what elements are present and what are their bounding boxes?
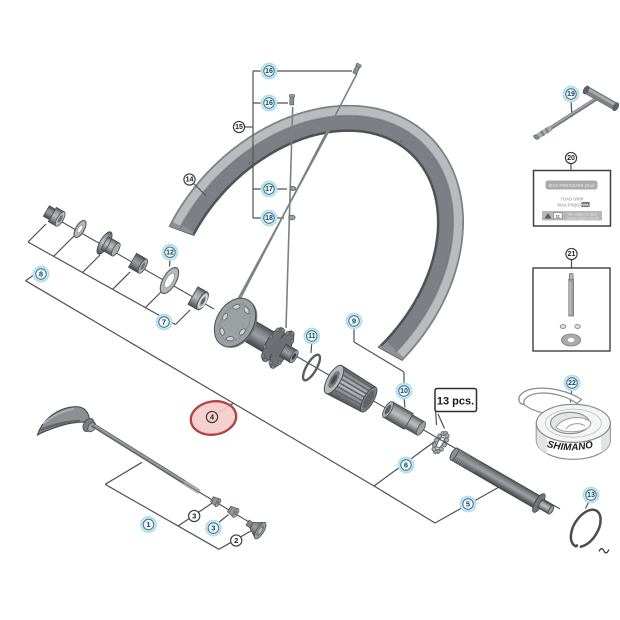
svg-text:20: 20 [567, 155, 575, 162]
svg-text:13: 13 [587, 492, 595, 499]
svg-text:16: 16 [265, 68, 273, 75]
svg-text:13 pcs.: 13 pcs. [437, 396, 474, 408]
svg-text:1: 1 [146, 520, 151, 529]
svg-text:17: 17 [265, 186, 273, 193]
svg-text:WA: WA [582, 202, 589, 207]
svg-text:8: 8 [39, 269, 43, 278]
svg-text:MAX PRESSURE (Rad: MAX PRESSURE (Rad [548, 183, 594, 188]
svg-text:4: 4 [210, 412, 215, 421]
svg-text:5: 5 [466, 499, 471, 508]
svg-text:6: 6 [404, 460, 408, 469]
svg-text:19: 19 [567, 91, 575, 98]
svg-text:2: 2 [234, 536, 238, 545]
svg-text:Not subject to wear: Not subject to wear [568, 212, 598, 216]
svg-text:3: 3 [211, 524, 215, 533]
svg-text:MAX.PSI(G): MAX.PSI(G) [557, 203, 581, 208]
svg-text:11: 11 [556, 213, 561, 218]
svg-text:7: 7 [162, 317, 166, 326]
svg-text:16: 16 [265, 100, 273, 107]
svg-text:18: 18 [265, 215, 273, 222]
svg-text:9: 9 [352, 316, 356, 325]
svg-text:15: 15 [235, 124, 243, 131]
svg-text:3: 3 [192, 511, 196, 520]
svg-text:14: 14 [186, 177, 194, 184]
svg-text:12: 12 [166, 250, 174, 257]
svg-text:21: 21 [568, 251, 576, 258]
svg-text:Jamais sujet a l'usure: Jamais sujet a l'usure [566, 216, 599, 220]
svg-text:22: 22 [568, 380, 576, 387]
svg-text:SHIMANO: SHIMANO [546, 439, 595, 453]
svg-text:7OAD GRIP: 7OAD GRIP [560, 197, 583, 202]
svg-text:10: 10 [400, 388, 408, 395]
svg-text:11: 11 [308, 333, 316, 340]
